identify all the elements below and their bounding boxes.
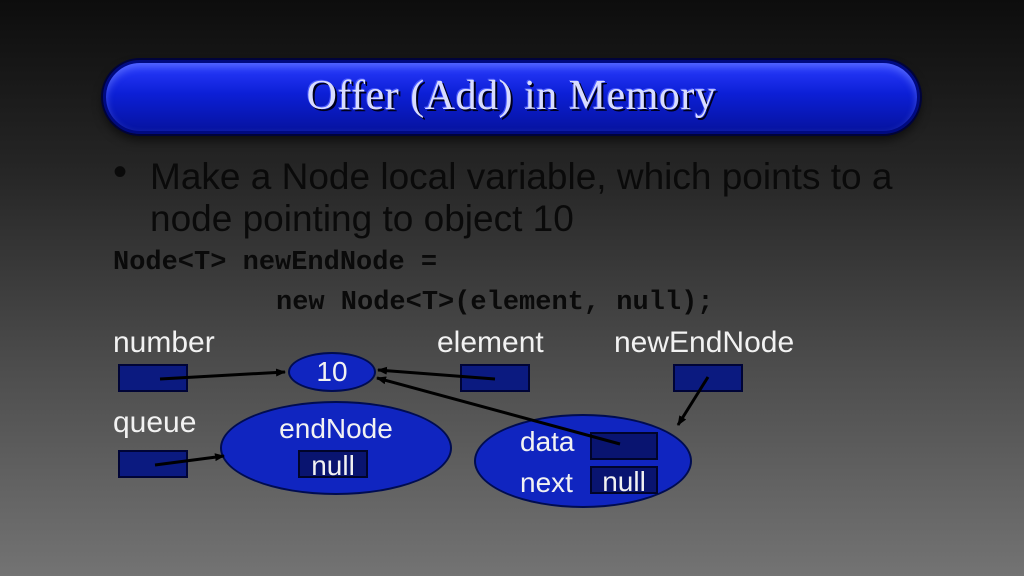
label-element: element xyxy=(437,326,544,359)
number-ref-box xyxy=(118,364,188,392)
label-number: number xyxy=(113,326,215,359)
arrow-element-to-10 xyxy=(377,366,496,381)
code-line-2: new Node<T>(element, null); xyxy=(276,288,714,318)
label-newendnode: newEndNode xyxy=(614,326,795,359)
endnode-label: endNode xyxy=(279,413,393,444)
new-node-next-label: next xyxy=(520,467,573,498)
queue-ref-box xyxy=(118,450,188,478)
title-banner xyxy=(103,60,920,134)
endnode-null-box: null xyxy=(298,450,368,480)
arrow-queue-to-endnode xyxy=(154,453,225,467)
new-node-data-label: data xyxy=(520,426,575,457)
new-node-next-null-box: null xyxy=(590,466,658,496)
label-queue: queue xyxy=(113,406,197,439)
arrow-newendnode-to-node xyxy=(676,376,710,426)
bullet-marker: • xyxy=(113,150,128,194)
code-line-1: Node<T> newEndNode = xyxy=(113,248,438,278)
arrow-data-to-10 xyxy=(376,376,621,446)
new-node-data-box xyxy=(590,432,658,460)
object-10-value: 10 xyxy=(316,356,348,387)
slide-title: Offer (Add) in Memory xyxy=(306,73,717,119)
arrow-number-to-10 xyxy=(159,368,286,381)
object-10-node xyxy=(288,352,376,392)
endnode-ellipse xyxy=(220,401,452,495)
bullet-text: Make a Node local variable, which points… xyxy=(150,156,893,239)
